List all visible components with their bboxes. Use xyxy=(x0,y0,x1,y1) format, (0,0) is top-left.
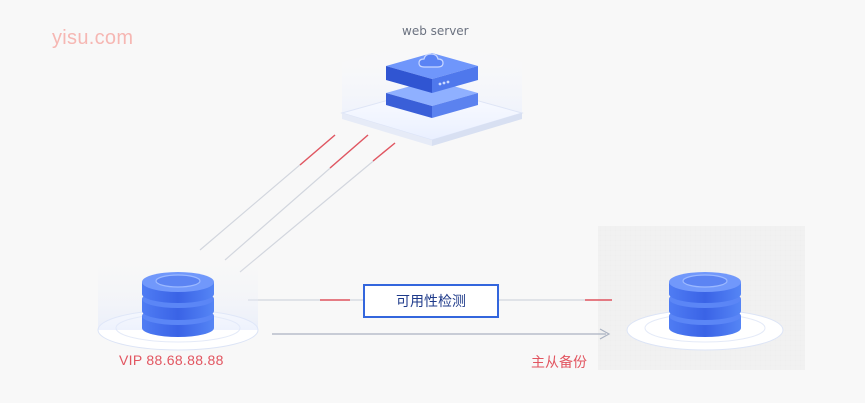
vip-database-node xyxy=(97,250,259,351)
watermark: yisu.com xyxy=(52,27,134,49)
availability-check-box: 可用性检测 xyxy=(363,284,499,318)
replication-label: 主从备份 xyxy=(531,355,587,371)
web-server-node xyxy=(340,38,524,146)
vip-label: VIP 88.68.88.88 xyxy=(119,352,224,368)
web-server-label: web server xyxy=(402,24,469,38)
replication-arrow xyxy=(272,328,611,340)
availability-check-label: 可用性检测 xyxy=(396,294,466,310)
cloud-icon xyxy=(418,53,444,68)
server-vip-links xyxy=(199,134,396,273)
backup-database-node xyxy=(626,272,784,351)
